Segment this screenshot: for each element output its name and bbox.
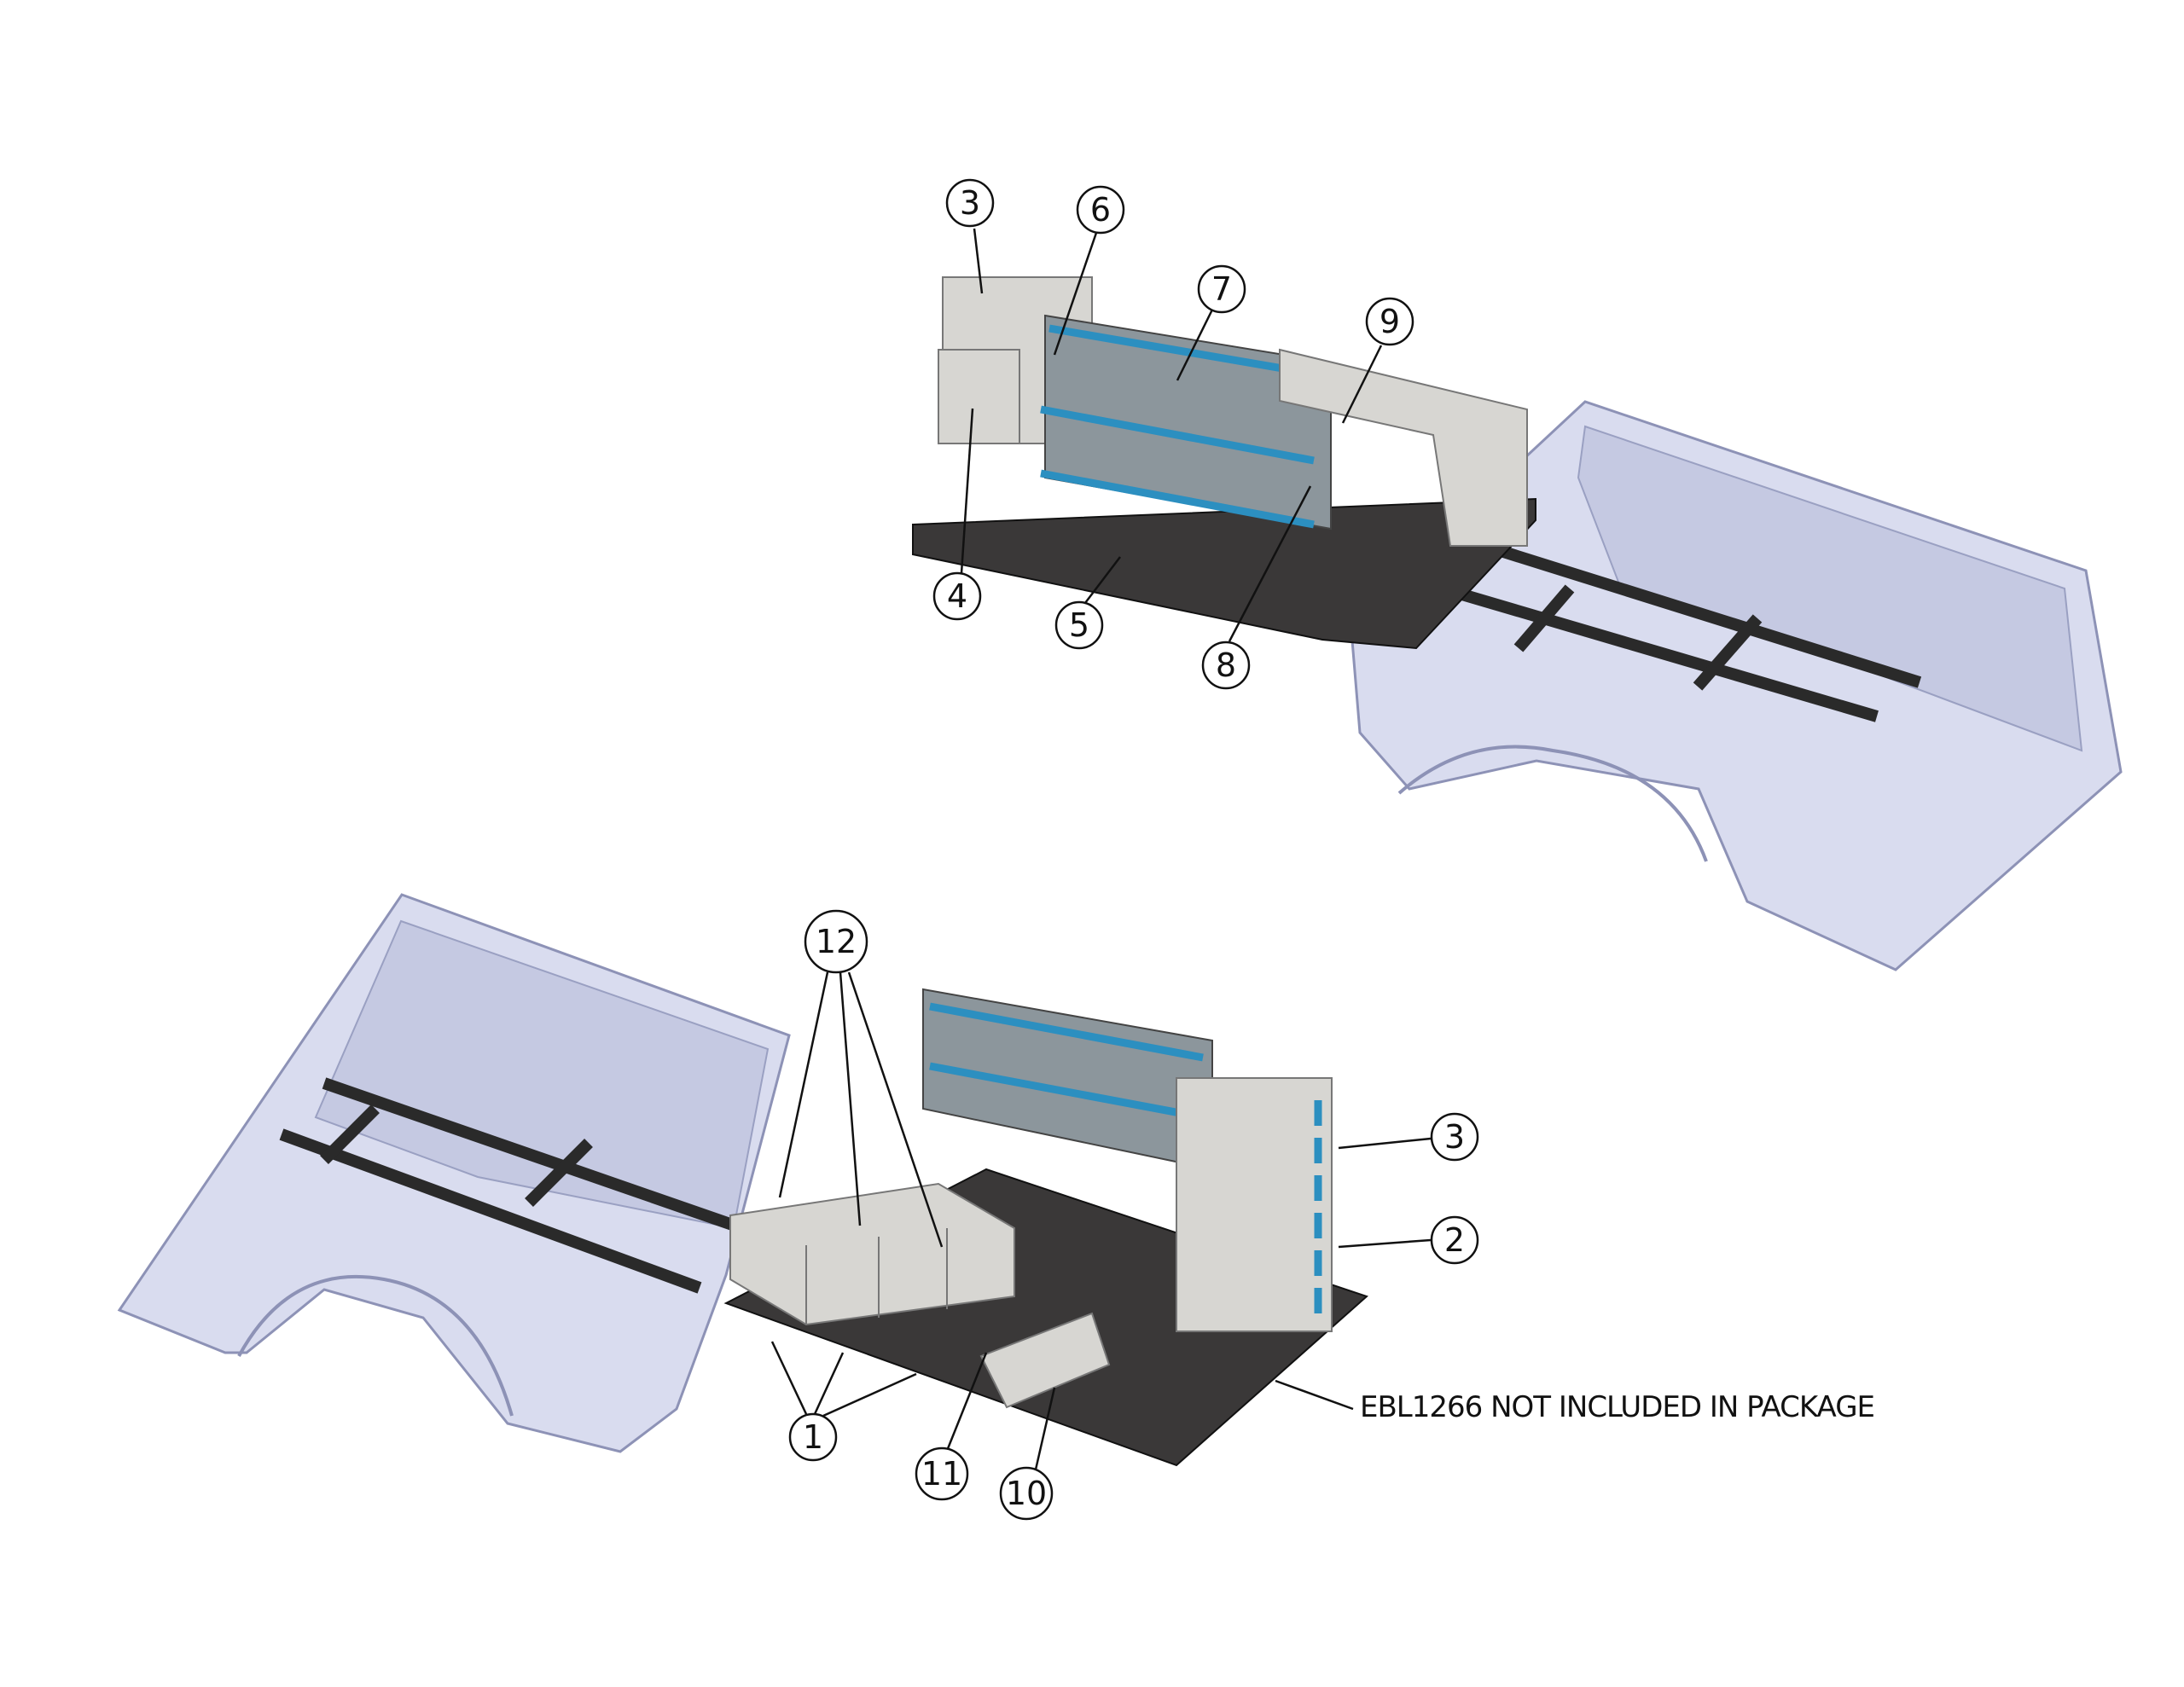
upper-platform [912, 276, 1536, 650]
svg-text:11: 11 [921, 1455, 962, 1493]
svg-text:4: 4 [947, 577, 967, 615]
svg-text:2: 2 [1444, 1221, 1465, 1259]
balloon-7: 7 [1197, 264, 1246, 314]
balloon-6: 6 [1076, 185, 1125, 235]
svg-text:6: 6 [1090, 191, 1111, 229]
balloon-5: 5 [1054, 600, 1104, 650]
cabinet-2-3 [1176, 1077, 1333, 1332]
svg-text:9: 9 [1380, 303, 1400, 340]
truck-bed-upper [1349, 400, 2123, 971]
balloon-3-upper: 3 [945, 178, 995, 228]
svg-text:3: 3 [960, 184, 980, 222]
balloon-9: 9 [1365, 297, 1414, 346]
svg-text:1: 1 [803, 1418, 823, 1456]
svg-text:12: 12 [816, 923, 857, 960]
balloon-8: 8 [1201, 641, 1251, 690]
balloon-10: 10 [999, 1466, 1054, 1521]
balloon-1: 1 [788, 1412, 838, 1462]
balloon-12: 12 [804, 909, 868, 974]
svg-text:8: 8 [1216, 646, 1236, 684]
svg-text:10: 10 [1006, 1475, 1047, 1512]
svg-text:3: 3 [1444, 1118, 1465, 1156]
truck-bed-lower [117, 893, 791, 1453]
balloon-2: 2 [1430, 1215, 1479, 1265]
svg-text:5: 5 [1069, 606, 1089, 644]
leader-lines [770, 228, 1432, 1470]
cubes-12 [729, 1182, 1015, 1326]
lower-platform [723, 988, 1368, 1467]
svg-text:7: 7 [1211, 270, 1232, 308]
balloon-4: 4 [932, 571, 982, 621]
part-11 [979, 1312, 1111, 1409]
ebl1266-note: EBL1266 NOT INCLUDED IN PACKAGE [1360, 1390, 1875, 1424]
balloon-3-lower: 3 [1430, 1112, 1479, 1162]
cabinet-4 [938, 349, 1020, 444]
balloon-11: 11 [915, 1446, 969, 1501]
